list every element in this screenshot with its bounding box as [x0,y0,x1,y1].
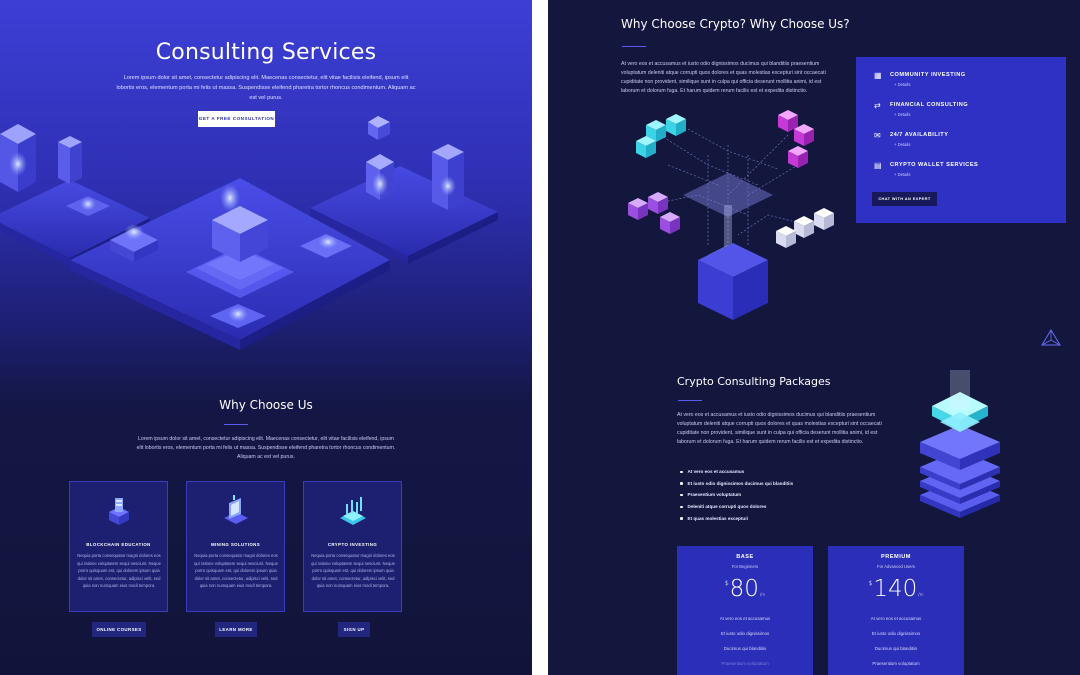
title-underline [622,46,646,47]
mining-laptop-icon [224,495,248,524]
title-underline [678,400,702,401]
server-stack-illustration [920,370,1000,518]
plan-feature: At vero eos et accusamus [719,616,771,621]
free-consultation-button[interactable]: GET A FREE CONSULTATION [198,111,275,127]
price-period: /m [918,592,924,597]
plan-feature: Ducimus qui blanditiis [723,646,767,651]
currency-symbol: $ [724,580,729,587]
card-description: Nequia porta consequatur magni dolores e… [194,553,278,588]
community-icon: ▦ [874,71,882,80]
list-item: At vero eos et accusamus [680,466,793,478]
feature-title: CRYPTO WALLET SERVICES [890,162,979,168]
blockchain-network-illustration [628,110,834,320]
blockchain-education-icon [109,498,129,525]
list-item: Praesentium voluptatum [680,489,793,501]
list-item: Deleniti atque corrupti quos dolores [680,501,793,513]
chat-icon: ✉ [874,131,881,140]
isometric-city-illustration [0,116,498,350]
plan-price: $140/m [828,576,964,602]
pricing-card-base: BASE For Beginners $80/m At vero eos et … [677,546,813,675]
packages-description: At vero eos et accusamus et iusto odio d… [677,412,882,445]
plan-audience: For Beginners [731,564,759,569]
crypto-investing-card: CRYPTO INVESTING Nequia porta consequatu… [303,481,402,612]
why-choose-crypto-description: At vero eos et accusamus et iusto odio d… [621,61,826,94]
triangle-decoration-icon [1041,329,1061,346]
why-choose-us-description: Lorem ipsum dolor sit amet, consectetur … [136,436,396,460]
title-underline [224,424,248,425]
mining-solutions-card: MINING SOLUTIONS Nequia porta consequatu… [186,481,285,612]
card-title: CRYPTO INVESTING [327,542,378,547]
feature-title: COMMUNITY INVESTING [890,72,966,78]
plan-price: $80/m [677,576,813,602]
card-title: BLOCKCHAIN EDUCATION [86,542,151,547]
details-link[interactable]: + Details [894,112,911,117]
packages-title: Crypto Consulting Packages [677,375,831,388]
consulting-page-preview: Consulting Services Lorem ipsum dolor si… [0,0,532,675]
pricing-card-premium: PREMIUM For Advanced Users $140/m At ver… [828,546,964,675]
currency-symbol: $ [868,580,873,587]
plan-feature: Praesentium voluptatum [721,661,769,666]
plan-name: BASE [736,554,754,560]
why-choose-crypto-title: Why Choose Crypto? Why Choose Us? [621,17,850,31]
price-amount: 80 [729,576,759,602]
feature-title: FINANCIAL CONSULTING [890,102,969,108]
crypto-investing-icon [340,497,366,525]
details-link[interactable]: + Details [894,82,911,87]
feature-title: 24/7 AVAILABILITY [890,132,949,138]
card-description: Nequia porta consequatur magni dolores e… [77,553,161,588]
sign-up-button[interactable]: SIGN UP [338,622,370,637]
hero-description: Lorem ipsum dolor sit amet, consectetur … [116,75,416,101]
plan-feature: Praesentium voluptatum [872,661,920,666]
wallet-icon: ▤ [874,161,882,170]
card-description: Nequia porta consequatur magni dolores e… [311,553,395,588]
card-title: MINING SOLUTIONS [210,542,261,547]
arrows-icon: ⇄ [874,101,881,110]
details-link[interactable]: + Details [894,142,911,147]
plan-feature: Et iusto odio dignissimos [720,631,770,636]
price-period: /m [759,592,766,597]
plan-feature: Ducimus qui blanditiis [874,646,918,651]
details-link[interactable]: + Details [894,172,911,177]
chat-with-expert-button[interactable]: CHAT WITH AN EXPERT [872,192,937,206]
services-feature-box: ▦ COMMUNITY INVESTING + Details ⇄ FINANC… [856,57,1066,223]
plan-audience: For Advanced Users [877,564,915,569]
plan-feature: At vero eos et accusamus [870,616,922,621]
plan-feature: Et iusto odio dignissimos [871,631,921,636]
package-benefits-list: At vero eos et accusamus Et iusto odio d… [680,466,794,525]
price-amount: 140 [873,576,918,602]
hero-title: Consulting Services [155,40,377,65]
list-item: Et iusto odio dignissimos ducimus qui bl… [680,478,794,490]
crypto-page-preview: Why Choose Crypto? Why Choose Us? At ver… [548,0,1080,675]
plan-name: PREMIUM [881,554,911,560]
blockchain-education-card: BLOCKCHAIN EDUCATION Nequia porta conseq… [69,481,168,612]
list-item: Et quas molestias excepturi [680,513,793,525]
why-choose-us-title: Why Choose Us [219,398,313,412]
online-courses-button[interactable]: ONLINE COURSES [92,622,146,637]
learn-more-button[interactable]: LEARN MORE [215,622,257,637]
